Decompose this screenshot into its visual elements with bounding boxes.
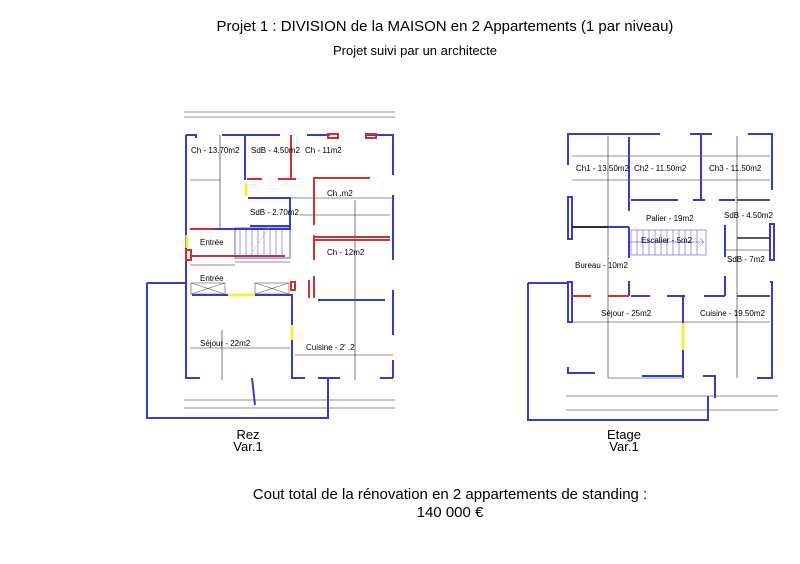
room-label: Ch - 13.70m2 bbox=[191, 146, 240, 155]
page-subtitle: Projet suivi par un architecte bbox=[332, 43, 498, 58]
room-label: Palier - 19m2 bbox=[646, 214, 694, 223]
room-label: Séjour - 25m2 bbox=[601, 309, 652, 318]
room-label: Ch - 11m2 bbox=[305, 146, 342, 155]
stair bbox=[239, 225, 283, 257]
cost-line: Cout total de la rénovation en 2 apparte… bbox=[252, 486, 648, 503]
room-label: Ch1 - 13.50m2 bbox=[576, 164, 629, 173]
room-label: Cuisine - 2' .2 bbox=[306, 343, 355, 352]
room-label: SdB - 2.70m2 bbox=[250, 208, 299, 217]
windows bbox=[190, 282, 290, 295]
room-label: Bureau - 10m2 bbox=[575, 261, 628, 270]
plan-etage-caption: Etage Var.1 bbox=[594, 427, 654, 454]
existing-walls bbox=[527, 133, 775, 421]
room-label: SdB - 4.50m2 bbox=[724, 211, 773, 220]
cost-value: 140 000 € bbox=[416, 504, 484, 521]
stair bbox=[630, 229, 707, 256]
plan-rez: Ch - 13.70m2 SdB - 4.50m2 Ch - 11m2 Ch .… bbox=[146, 111, 395, 419]
room-label: Séjour - 22m2 bbox=[200, 339, 251, 348]
page-title: Projet 1 : DIVISION de la MAISON en 2 Ap… bbox=[216, 18, 674, 35]
plan-variant: Var.1 bbox=[609, 439, 639, 454]
plan-name: Rez bbox=[236, 427, 260, 442]
plan-variant: Var.1 bbox=[233, 439, 263, 454]
renovation-cost: Cout total de la rénovation en 2 apparte… bbox=[0, 486, 800, 522]
room-label: Ch3 - 11.50m2 bbox=[709, 164, 762, 173]
openings bbox=[185, 183, 294, 340]
plan-name: Etage bbox=[607, 427, 641, 442]
room-label: Entrée bbox=[200, 238, 224, 247]
room-label: SdB - 7m2 bbox=[727, 255, 765, 264]
room-label: Ch .m2 bbox=[327, 189, 353, 198]
room-label: Entrée bbox=[200, 274, 224, 283]
new-walls bbox=[185, 133, 390, 298]
plan-rez-caption: Rez Var.1 bbox=[218, 427, 278, 454]
dimension-lines bbox=[184, 111, 395, 409]
plan-etage: Ch1 - 13.50m2 Ch2 - 11.50m2 Ch3 - 11.50m… bbox=[527, 133, 778, 421]
existing-walls bbox=[146, 134, 394, 419]
room-label: Cuisine - 19.50m2 bbox=[700, 309, 765, 318]
room-label: Escalier - 5m2 bbox=[641, 236, 693, 245]
room-label: Ch - 12m2 bbox=[327, 248, 365, 257]
room-label: SdB - 4.50m2 bbox=[251, 146, 300, 155]
room-label: Ch2 - 11.50m2 bbox=[634, 164, 687, 173]
dimension-lines bbox=[566, 136, 778, 411]
